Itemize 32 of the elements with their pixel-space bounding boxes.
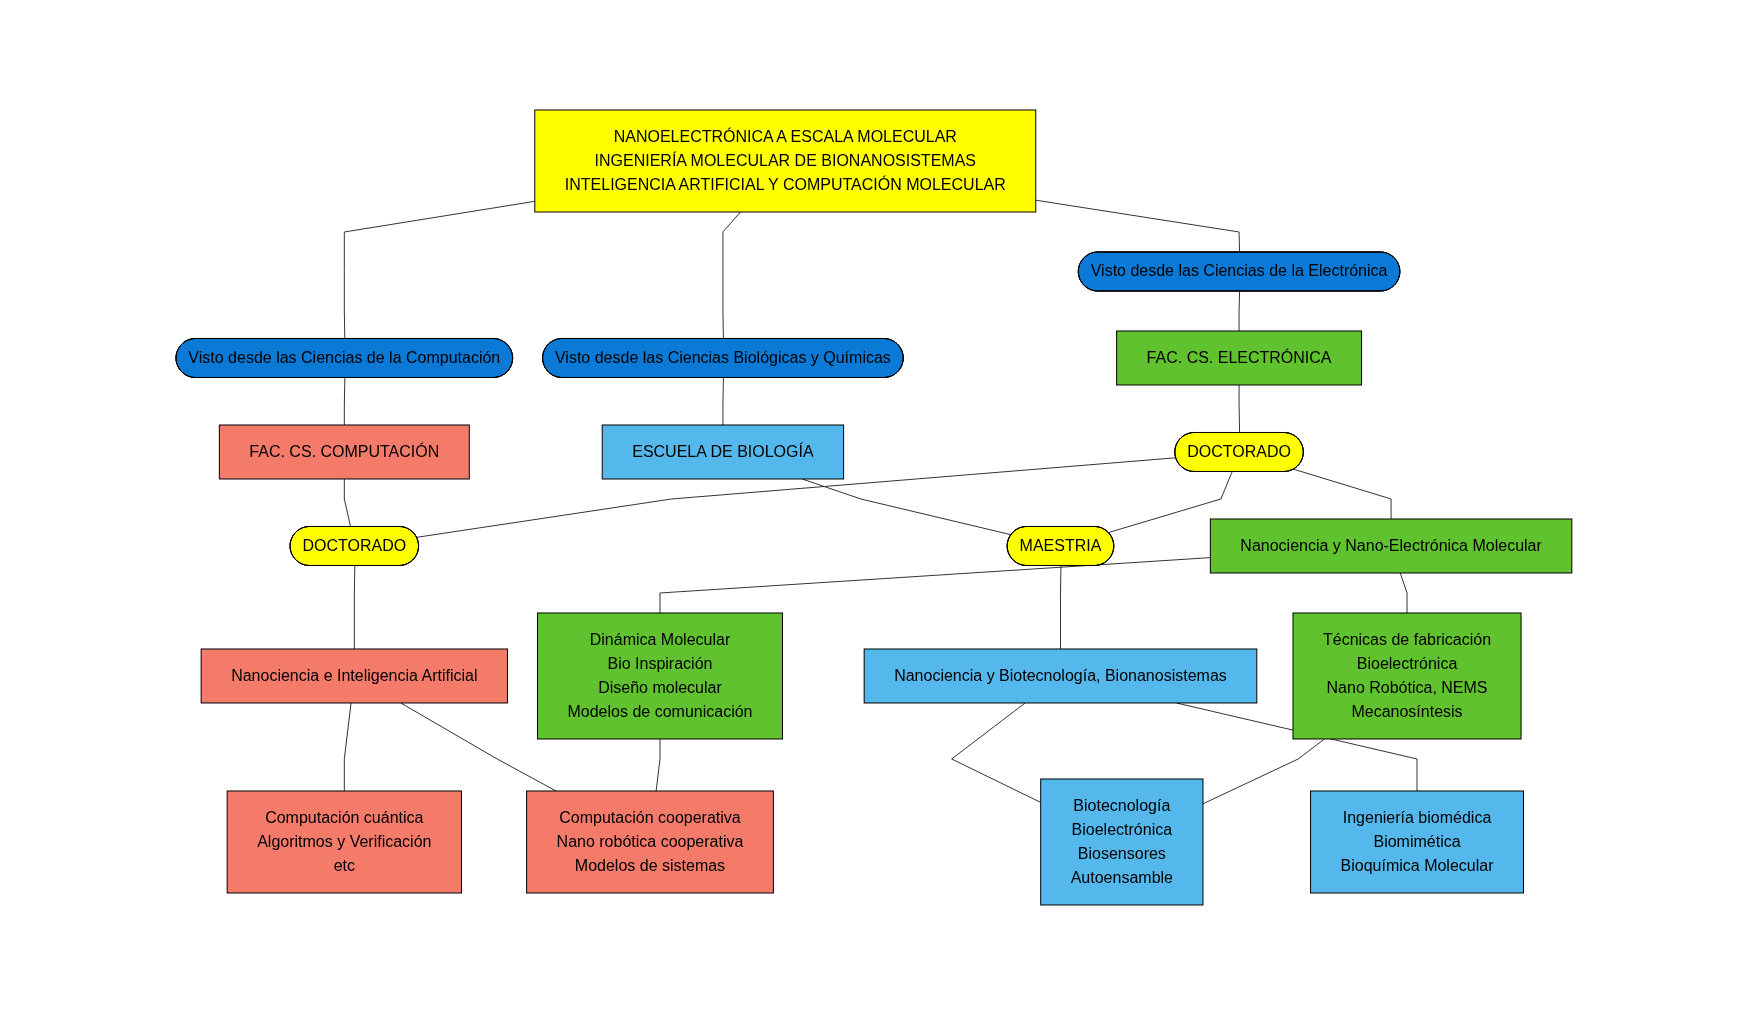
connector	[1108, 471, 1233, 533]
connector	[1238, 384, 1241, 433]
node-box: Nanociencia y Nano-Electrónica Molecular	[1209, 518, 1573, 573]
connector	[1399, 572, 1408, 613]
connector	[1238, 290, 1241, 331]
connector	[343, 377, 346, 425]
node-box: NANOELECTRÓNICA A ESCALA MOLECULAR INGENIERÍA MOLECULAR DE BIONANOSISTEMAS INTELIGENCIA ARTIFICIAL Y COMPUTACIÓN MOLECULAR	[534, 109, 1037, 212]
connector	[343, 200, 536, 339]
node-box: Computación cooperativa Nano robótica cooperativa Modelos de sistemas	[526, 790, 774, 893]
node-box: Nanociencia y Biotecnología, Bionanosistemas	[863, 648, 1258, 703]
connector	[353, 565, 356, 649]
node-box: Técnicas de fabricación Bioelectrónica Nano Robótica, NEMS Mecanosíntesis	[1292, 612, 1522, 739]
connector	[1293, 468, 1392, 519]
node-box: Computación cuántica Algoritmos y Verificación etc	[226, 790, 463, 893]
connector	[416, 456, 1177, 538]
connector	[1035, 199, 1241, 253]
connector	[343, 702, 352, 791]
node-box: FAC. CS. COMPUTACIÓN	[218, 424, 470, 479]
connector	[659, 556, 1211, 613]
connector	[951, 702, 1042, 803]
node-box: Ingeniería biomédica Biomimética Bioquímica Molecular	[1310, 790, 1525, 893]
connector	[722, 377, 724, 425]
node-box: ESCUELA DE BIOLOGÍA	[601, 424, 845, 479]
connector	[1060, 565, 1062, 649]
connector	[1202, 738, 1325, 804]
node-box: Nanociencia e Inteligencia Artificial	[200, 648, 509, 703]
connector	[343, 478, 352, 527]
connector	[722, 211, 742, 339]
node-box: Biotecnología Bioelectrónica Biosensores Autoensamble	[1040, 778, 1204, 905]
node-box: Dinámica Molecular Bio Inspiración Diseño molecular Modelos de comunicación	[537, 612, 784, 739]
node-box: FAC. CS. ELECTRÓNICA	[1116, 330, 1363, 385]
connector	[655, 738, 661, 791]
